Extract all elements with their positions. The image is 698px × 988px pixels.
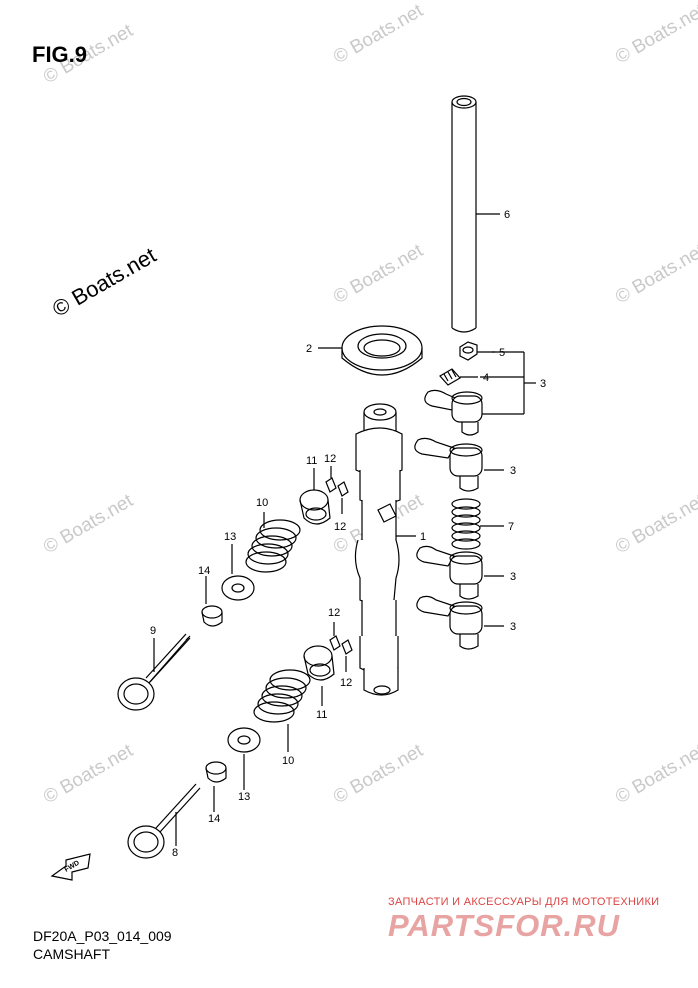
callout-11: 11 [316,709,327,721]
part-1-camshaft [354,403,416,696]
callout-1: 1 [420,531,426,543]
figure-name: CAMSHAFT [33,946,110,962]
callout-9: 9 [150,625,156,637]
part-10-valve-spring [253,669,311,752]
fwd-arrow-icon [50,853,91,881]
callout-14: 14 [208,813,220,825]
part-3-rocker-arm [424,389,483,436]
part-14-stem-seal [205,761,227,812]
callout-3: 3 [510,621,516,633]
part-9-valve [117,633,191,711]
callout-12: 12 [324,453,336,465]
part-11-retainer [299,468,331,525]
part-14-stem-seal [201,576,223,627]
callout-12: 12 [328,607,340,619]
callout-12: 12 [340,677,352,689]
part-12-keeper [325,466,349,514]
part-4-adjust-screw [439,368,478,386]
callout-11: 11 [306,455,317,467]
part-7-spring [451,498,504,550]
callout-3: 3 [510,465,516,477]
partsfor-tagline: ЗАПЧАСТИ И АКСЕССУАРЫ ДЛЯ МОТОТЕХНИКИ [388,896,660,908]
callout-3: 3 [510,571,516,583]
part-10-valve-spring [245,512,301,573]
callout-7: 7 [508,521,514,533]
part-3-rocker-arm [416,545,483,600]
callout-5: 5 [499,347,505,359]
part-11-retainer [303,645,335,706]
callout-8: 8 [172,847,178,859]
callout-12: 12 [334,521,346,533]
figure-title: FIG.9 [32,42,88,67]
callout-10: 10 [256,497,268,509]
callout-13: 13 [224,531,236,543]
partsfor-logo: PARTSFOR.RU [388,908,621,943]
callout-6: 6 [504,209,510,221]
part-3-rocker-arm [414,437,483,492]
part-13-washer [227,727,261,790]
callout-13: 13 [238,791,250,803]
part-2-oil-seal [318,325,423,376]
callout-4: 4 [483,372,489,384]
callout-14: 14 [198,565,210,577]
part-8-valve [127,783,201,859]
callout-10: 10 [282,755,294,767]
part-13-washer [221,544,255,601]
part-12-keeper [329,622,353,672]
callout-3: 3 [540,378,546,390]
part-5-nut [459,341,495,361]
figure-code: DF20A_P03_014_009 [33,928,172,944]
callout-2: 2 [306,343,312,355]
part-6-rod [451,95,500,333]
part-3-rocker-arm [416,595,483,650]
